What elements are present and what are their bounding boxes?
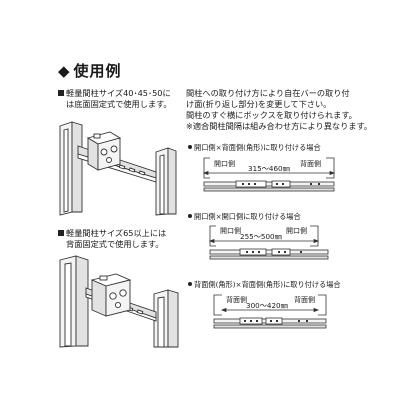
case-2-right-label: 開口側 [286, 226, 307, 235]
left-note-1-line-1: 軽量間柱サイズ40･45･50に [66, 88, 171, 98]
left-note-1-line-2: は底面固定式で使用します。 [66, 99, 172, 109]
case-2-range: 255～500㎜ [240, 232, 282, 241]
case-1-right-label: 背面側 [300, 159, 321, 168]
case-3-right-label: 背面側 [294, 295, 315, 304]
case-1-title-text: 開口側×背面側(角形)に取り付ける場合 [194, 143, 321, 152]
dot-bullet-icon [188, 145, 192, 149]
diagram-case-2: 開口側 開口側 255～500㎜ [208, 225, 329, 260]
illustration-base-mount [59, 121, 177, 216]
case-3-title-text: 背面側(角形)×背面側(角形)に取り付ける場合 [194, 280, 341, 289]
case-2-title-text: 開口側×開口側に取り付ける場合 [194, 212, 301, 221]
left-note-back-mount: 軽量間柱サイズ65以上には 背面固定式で使用します。 [58, 228, 166, 250]
diamond-icon: ◆ [58, 62, 71, 80]
case-1-title: 開口側×背面側(角形)に取り付ける場合 [188, 143, 321, 153]
case-2-left-label: 開口側 [220, 226, 241, 235]
illustration-back-mount [59, 255, 179, 348]
dot-bullet-icon [188, 214, 192, 218]
square-bullet-icon [58, 230, 64, 236]
case-3-range: 300～420㎜ [246, 301, 288, 310]
left-note-2-line-1: 軽量間柱サイズ65以上には [66, 228, 167, 238]
square-bullet-icon [58, 90, 64, 96]
usage-description-line-3: 間柱のすぐ横にボックスを取り付けられます。 [186, 110, 357, 120]
diagram-case-1: 開口側 背面側 315～460㎜ [202, 157, 336, 192]
left-note-base-mount: 軽量間柱サイズ40･45･50に は底面固定式で使用します。 [58, 88, 172, 110]
dot-bullet-icon [188, 282, 192, 286]
case-1-range: 315～460㎜ [248, 164, 290, 173]
usage-description-line-2: け面(折り返し部分)を変更して下さい。 [186, 99, 332, 109]
diagram-case-3: 背面側 背面側 300～420㎜ [213, 294, 327, 329]
case-3-title: 背面側(角形)×背面側(角形)に取り付ける場合 [188, 280, 341, 290]
section-heading: ◆使用例 [58, 60, 122, 81]
case-3-left-label: 背面側 [226, 295, 247, 304]
usage-description-line-1: 間柱への取り付け方により自在バーの取り付 [186, 88, 350, 98]
usage-description-line-4: ※適合間柱間隔は組み合わせ方により異なります。 [186, 121, 373, 131]
left-note-2-line-2: 背面固定式で使用します。 [66, 239, 164, 249]
usage-description: 間柱への取り付け方により自在バーの取り付 け面(折り返し部分)を変更して下さい。… [186, 88, 373, 132]
case-2-title: 開口側×開口側に取り付ける場合 [188, 212, 301, 222]
section-heading-text: 使用例 [73, 62, 122, 80]
case-1-left-label: 開口側 [214, 159, 235, 168]
